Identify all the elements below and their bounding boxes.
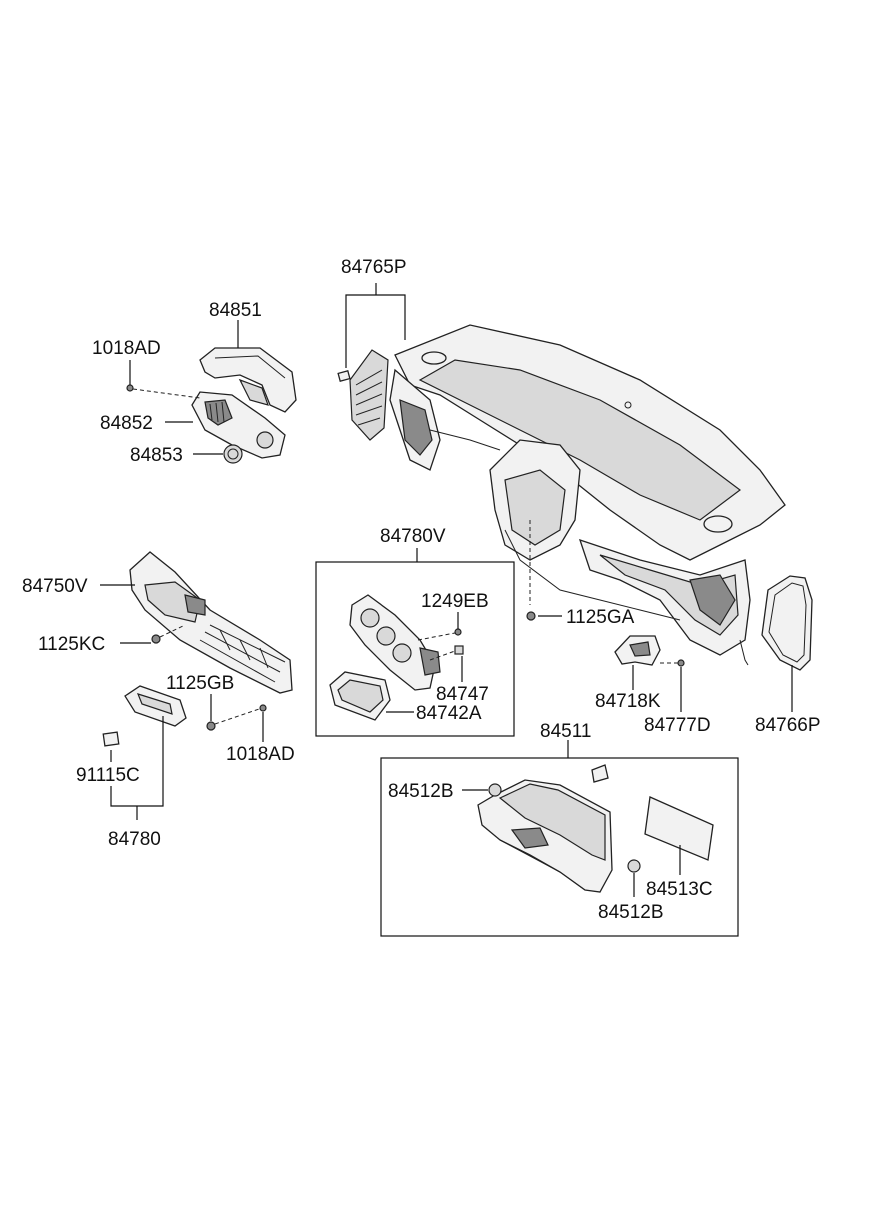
bolt-1125GA [526,611,536,621]
crash-pad-assembly [389,324,786,666]
label-84718K: 84718K [595,691,661,712]
bolt-1125GB [206,707,263,731]
label-84512B-right: 84512B [598,902,664,923]
label-84750V: 84750V [22,576,88,597]
label-84512B-left: 84512B [388,781,454,802]
screw-1018AD-top [126,384,201,399]
label-1018AD-bottom: 1018AD [226,744,295,765]
label-84766P: 84766P [755,715,821,736]
label-84747: 84747 [436,684,489,705]
tray-84742A [329,671,391,721]
label-84853: 84853 [130,445,183,466]
label-84742A: 84742A [416,703,482,724]
upper-shroud-84851 [199,347,297,413]
clip-84512B-left [488,783,502,797]
lower-panel-84750V [129,551,293,694]
lower-shroud-84852 [191,391,286,459]
vent-grille-84765P [337,349,389,441]
label-plate-84513C [591,764,714,861]
label-84780V: 84780V [380,526,446,547]
label-1125GB: 1125GB [166,673,234,694]
label-1249EB: 1249EB [421,591,489,612]
bolt-1249EB [417,628,462,641]
label-84777D: 84777D [644,715,711,736]
bracket-84765P [345,283,406,368]
clip-84747 [429,645,464,661]
glove-box-84511 [477,779,613,893]
side-panel-84766P [761,575,813,671]
bracket-84780 [110,716,164,820]
group-box-84511 [380,757,739,937]
clip-84512B-right [627,859,641,873]
label-1125GA: 1125GA [566,607,635,628]
ring-84853 [223,444,243,464]
label-84852: 84852 [100,413,153,434]
bolt-1125KC [151,624,186,644]
label-84513C: 84513C [646,879,713,900]
label-91115C: 91115C [76,765,140,786]
screw-1018AD-bottom [259,704,267,712]
cover-84780 [124,685,187,727]
label-84765P: 84765P [341,257,407,278]
bolt-84777D [660,659,685,667]
label-1018AD-top: 1018AD [92,338,161,359]
label-84511: 84511 [540,721,591,742]
center-fascia-84780V [349,594,441,691]
label-84780: 84780 [108,829,161,850]
group-box-84780V [315,561,515,737]
plate-91115C [102,731,120,747]
label-1125KC: 1125KC [38,634,105,655]
label-84851: 84851 [209,300,262,321]
bracket-84718K [614,635,661,666]
